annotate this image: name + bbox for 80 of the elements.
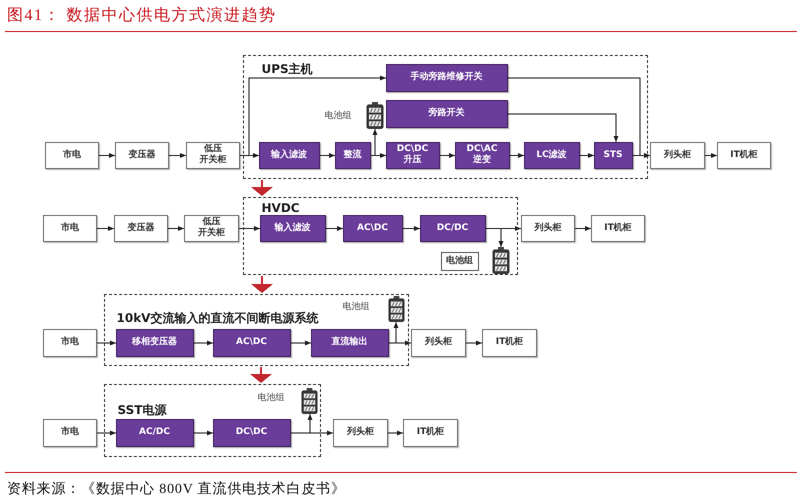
process-box: 手动旁路维修开关 [386, 64, 508, 92]
battery-label: 电池组 [324, 110, 352, 122]
process-box: 市电 [43, 329, 97, 357]
process-box: 输入滤波 [260, 214, 326, 242]
process-box: AC\DC [212, 328, 290, 356]
arrow [238, 226, 260, 231]
battery-label: 电池组 [258, 392, 284, 404]
process-box: 列头柜 [650, 142, 705, 169]
group-title: UPS主机 [262, 60, 313, 76]
process-box: DC/DC [420, 214, 486, 242]
process-box: 变压器 [115, 142, 169, 169]
process-box: 市电 [43, 215, 97, 242]
arrow [402, 226, 420, 231]
arrow [290, 414, 312, 434]
figure-title: 图41： 数据中心供电方式演进趋势 [7, 6, 276, 26]
dashed-frame [243, 197, 518, 275]
battery-icon [366, 102, 384, 128]
process-box: 整流 [334, 142, 370, 168]
process-box: 输入滤波 [258, 142, 320, 168]
dashed-frame [243, 55, 648, 179]
process-box: 列头柜 [411, 329, 466, 357]
arrow [510, 153, 524, 158]
process-box: DC\DC升压 [386, 142, 440, 168]
process-box: 列头柜 [333, 419, 388, 447]
group-title: SST电源 [118, 402, 166, 418]
arrow [96, 340, 116, 346]
battery-icon [300, 388, 318, 414]
arrow [326, 226, 344, 231]
process-box: AC/DC [116, 418, 194, 446]
process-box: IT机柜 [403, 419, 458, 447]
process-box: STS [594, 142, 632, 168]
arrow [508, 78, 650, 158]
arrow [96, 226, 114, 231]
arrow [508, 114, 618, 142]
group-title: HVDC [262, 200, 300, 216]
process-box: 旁路开关 [386, 100, 508, 128]
arrow [96, 430, 116, 436]
process-box: DC\DC [212, 418, 290, 446]
arrow [320, 153, 336, 158]
arrow [240, 76, 386, 156]
battery-label: 电池组 [342, 300, 370, 312]
arrow [574, 226, 592, 231]
process-box: 变压器 [114, 215, 168, 242]
process-box: 列头柜 [521, 215, 575, 242]
process-box: DC\AC逆变 [454, 142, 510, 168]
process-box: 市电 [43, 419, 97, 447]
arrow [194, 430, 214, 436]
arrow [168, 153, 186, 158]
process-box: 移相变压器 [116, 328, 194, 356]
arrow [704, 153, 718, 158]
block-arrow [250, 367, 272, 383]
arrow [580, 153, 594, 158]
process-box: IT机柜 [591, 215, 645, 242]
process-box: AC\DC [342, 214, 402, 242]
arrow [388, 430, 404, 436]
source-note: 资料来源：《数据中心 800V 直流供电技术白皮书》 [7, 480, 346, 499]
arrow [290, 340, 312, 346]
arrow [370, 128, 378, 156]
dashed-frame [104, 384, 321, 457]
block-arrow [251, 276, 273, 293]
process-box: IT机柜 [482, 329, 537, 357]
arrow [440, 153, 456, 158]
group-title: 10kV交流输入的直流不间断电源系统 [116, 310, 318, 326]
block-arrow [251, 180, 273, 196]
process-box: IT机柜 [717, 142, 771, 169]
process-box: 直流输出 [310, 328, 388, 356]
arrow [486, 228, 504, 248]
battery-icon [388, 296, 404, 322]
process-box: 市电 [45, 142, 99, 169]
arrow [466, 340, 482, 346]
label-box: 电池组 [440, 252, 478, 270]
process-box: LC滤波 [524, 142, 580, 168]
dashed-frame [104, 294, 409, 366]
battery-icon [492, 246, 510, 274]
arrow [194, 340, 214, 346]
arrow [98, 153, 116, 158]
arrow [168, 226, 184, 231]
process-box: 低压开关柜 [184, 215, 239, 242]
arrow [388, 322, 398, 344]
process-box: 低压开关柜 [186, 142, 240, 169]
